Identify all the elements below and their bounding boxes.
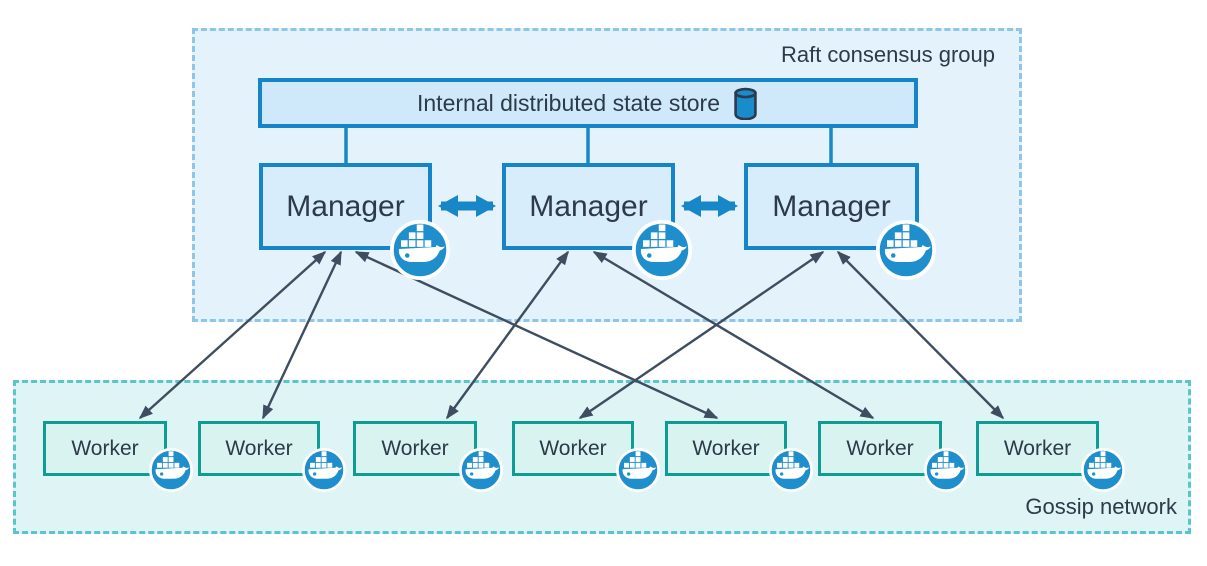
manager-3-box: Manager xyxy=(744,163,919,250)
worker-2-label: Worker xyxy=(225,436,293,460)
manager-2-box: Manager xyxy=(502,163,675,250)
worker-1-label: Worker xyxy=(71,436,139,460)
worker-6-label: Worker xyxy=(846,436,914,460)
worker-5-label: Worker xyxy=(692,436,760,460)
manager-3-label: Manager xyxy=(772,189,891,223)
worker-3-box: Worker xyxy=(353,421,477,476)
database-cylinder-icon xyxy=(732,87,759,120)
worker-3-label: Worker xyxy=(381,436,449,460)
worker-7-box: Worker xyxy=(976,421,1099,476)
worker-5-box: Worker xyxy=(665,421,787,476)
worker-4-label: Worker xyxy=(539,436,607,460)
raft-group-label: Raft consensus group xyxy=(780,42,995,67)
worker-2-box: Worker xyxy=(198,421,320,476)
gossip-network-label: Gossip network xyxy=(1025,494,1177,519)
worker-7-label: Worker xyxy=(1003,436,1072,460)
state-store-box: Internal distributed state store xyxy=(258,78,918,128)
worker-1-box: Worker xyxy=(43,421,167,476)
manager-1-box: Manager xyxy=(259,163,432,250)
worker-6-box: Worker xyxy=(818,421,942,476)
manager-1-label: Manager xyxy=(286,189,405,223)
state-store-label: Internal distributed state store xyxy=(417,89,720,116)
manager-2-label: Manager xyxy=(529,189,648,223)
worker-4-box: Worker xyxy=(512,421,634,476)
